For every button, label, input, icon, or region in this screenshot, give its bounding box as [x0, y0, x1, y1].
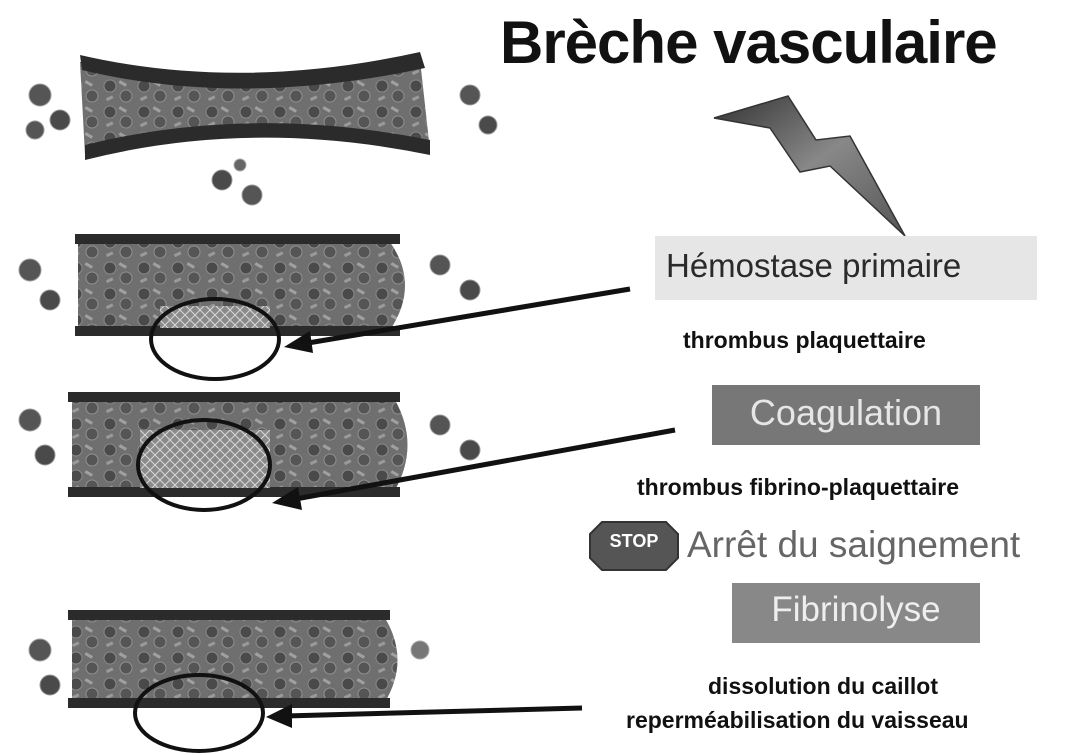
step-caption-fibrinolysis-line1: dissolution du caillot	[708, 673, 938, 700]
step-label-coagulation: Coagulation	[712, 392, 980, 434]
step-caption-fibrinolysis-line2: reperméabilisation du vaisseau	[626, 707, 969, 734]
step-caption-coagulation: thrombus fibrino-plaquettaire	[637, 474, 959, 501]
stop-sign-text: STOP	[588, 531, 680, 552]
step-caption-primary-hemostasis: thrombus plaquettaire	[683, 327, 926, 354]
step-label-primary-hemostasis: Hémostase primaire	[666, 247, 961, 285]
vessel-fibrinolysis	[29, 610, 429, 751]
vessel-breach	[26, 52, 497, 205]
lightning-bolt-icon	[714, 96, 905, 236]
step-label-fibrinolysis: Fibrinolyse	[732, 590, 980, 630]
step-label-bleeding-stop: Arrêt du saignement	[687, 524, 1020, 566]
diagram-title: Brèche vasculaire	[500, 8, 997, 77]
vessel-primary-hemostasis	[19, 234, 480, 379]
vessel-coagulation	[19, 392, 480, 510]
